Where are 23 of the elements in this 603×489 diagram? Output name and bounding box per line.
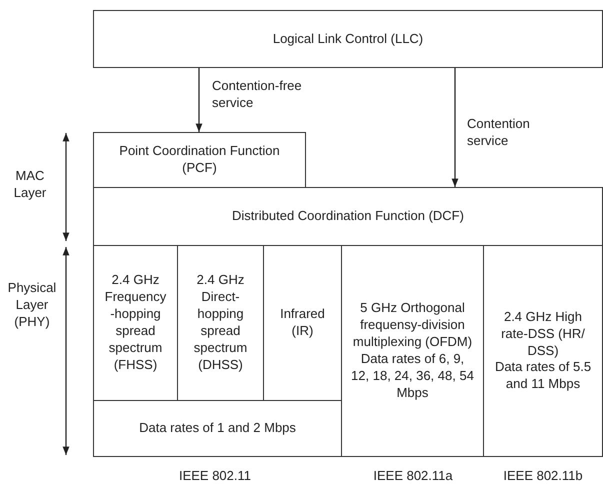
- box-title: Infrared (IR): [279, 306, 326, 340]
- layer-label: MAC Layer: [12, 168, 48, 202]
- phy-box: [483, 245, 603, 457]
- box-title: 2.4 GHz Direct- hopping spread spectrum (DHSS): [192, 272, 248, 374]
- box-title: 5 GHz Orthogonal frequensy-division multiplexing (OFDM): [352, 300, 474, 351]
- standard-label: IEEE 802.11b: [502, 468, 584, 485]
- arrow: [196, 68, 202, 132]
- standard-label: IEEE 802.11a: [372, 468, 454, 485]
- function-box: [93, 187, 603, 246]
- standard-label: IEEE 802.11: [178, 468, 252, 485]
- box-text: Data rates of 5.5 and 11 Mbps: [494, 359, 592, 394]
- box-title: 2.4 GHz Frequency -hopping spread spectrum (FHSS): [104, 272, 168, 374]
- box-title: Logical Link Control (LLC): [272, 30, 424, 48]
- box-title: Distributed Coordination Function (DCF): [232, 208, 464, 225]
- box-title: Point Coordination Function (PCF): [118, 143, 281, 177]
- rate-box: [93, 400, 342, 457]
- arrow: [452, 68, 458, 187]
- box-title: 2.4 GHz High rate-DSS (HR/ DSS): [500, 308, 586, 360]
- function-box: [93, 132, 306, 188]
- layer-box: [93, 10, 603, 68]
- box-title: Data rates of 1 and 2 Mbps: [139, 420, 296, 437]
- layer-label: Physical Layer (PHY): [6, 280, 58, 331]
- box-text: Data rates of 6, 9, 12, 18, 24, 36, 48, 54 Mbps: [350, 351, 475, 402]
